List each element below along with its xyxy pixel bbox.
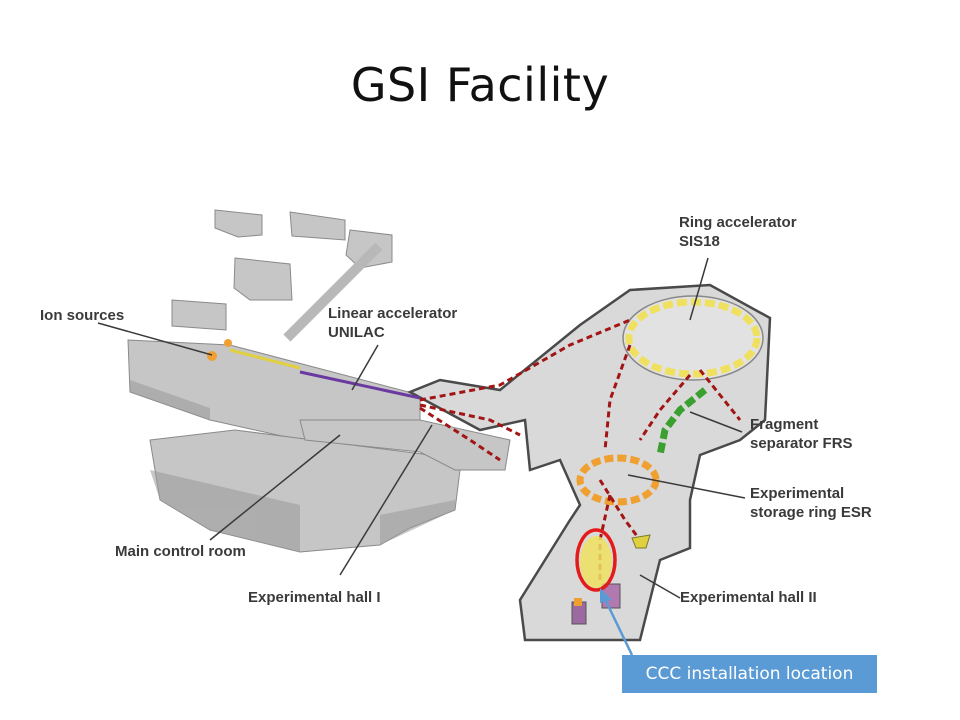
sis18-ring-floor bbox=[622, 295, 764, 381]
ccc-location-highlight bbox=[575, 528, 617, 592]
corridor-top bbox=[283, 242, 383, 342]
sis18-ring bbox=[625, 298, 761, 378]
label-experimental-hall-1: Experimental hall I bbox=[248, 589, 381, 606]
label-separator-frs: separator FRS bbox=[750, 435, 853, 452]
label-fragment: Fragment bbox=[750, 416, 819, 433]
label-experimental: Experimental bbox=[750, 485, 845, 502]
callout-arrow bbox=[600, 588, 634, 656]
unilac-line bbox=[299, 370, 421, 400]
label-main-control-room: Main control room bbox=[115, 543, 246, 560]
ccc-yellow-fill bbox=[580, 536, 612, 588]
ion-source-dot bbox=[207, 351, 217, 361]
label-ion-sources: Ion sources bbox=[40, 307, 125, 324]
label-unilac: UNILAC bbox=[328, 324, 385, 341]
label-linear-accelerator: Linear accelerator bbox=[328, 305, 458, 322]
left-building-shadows bbox=[130, 380, 455, 552]
ion-source-beam bbox=[229, 348, 301, 370]
label-ring-accelerator: Ring accelerator bbox=[679, 214, 797, 231]
label-sis18: SIS18 bbox=[679, 233, 720, 250]
slide-title: GSI Facility bbox=[350, 58, 610, 112]
ccc-installation-callout: CCC installation location bbox=[622, 655, 877, 693]
beamlines bbox=[419, 318, 742, 580]
frs-magnets bbox=[656, 387, 708, 456]
label-experimental-hall-2: Experimental hall II bbox=[680, 589, 817, 606]
label-storage-ring-esr: storage ring ESR bbox=[750, 504, 872, 521]
leader-lines bbox=[97, 257, 746, 599]
